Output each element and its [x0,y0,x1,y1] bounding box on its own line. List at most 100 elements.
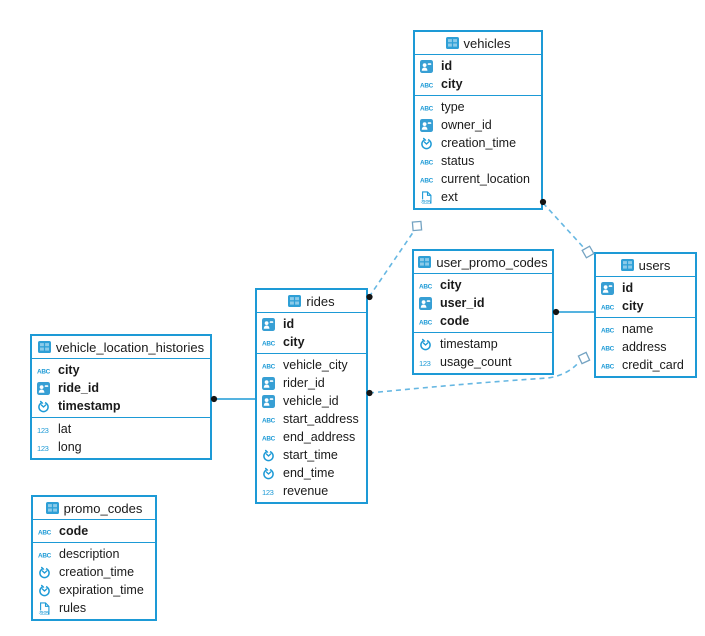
svg-text:123: 123 [419,359,431,368]
column-row-rider_id[interactable]: rider_id [257,374,366,392]
table-header[interactable]: vehicles [415,32,541,55]
id-card-icon [262,317,278,331]
column-row-code[interactable]: ABC code [414,312,552,330]
table-header[interactable]: vehicle_location_histories [32,336,210,359]
svg-text:ABC: ABC [37,368,51,375]
id-card-icon [601,281,617,295]
connector-diamond [411,220,423,232]
column-row-status[interactable]: ABC status [415,152,541,170]
svg-text:ABC: ABC [420,159,434,166]
column-name: code [59,524,89,538]
column-name: rules [59,601,87,615]
clock-icon [38,584,54,597]
column-row-ext[interactable]: JSON ext [415,188,541,206]
table-icon [620,259,634,271]
column-row-id[interactable]: id [596,279,695,297]
svg-text:ABC: ABC [262,417,276,424]
column-row-id[interactable]: id [257,315,366,333]
json-document-icon: JSON [420,190,436,204]
column-name: revenue [283,484,329,498]
column-name: lat [58,422,72,436]
column-row-creation_time[interactable]: creation_time [33,563,155,581]
table-title: promo_codes [63,500,143,516]
column-row-creation_time[interactable]: creation_time [415,134,541,152]
column-name: current_location [441,172,530,186]
column-row-owner_id[interactable]: owner_id [415,116,541,134]
connection-rides-vehicles [368,230,415,298]
column-name: code [440,314,470,328]
column-name: timestamp [440,337,498,351]
abc-text-icon: ABC [262,336,278,349]
column-row-description[interactable]: ABC description [33,545,155,563]
column-name: end_time [283,466,335,480]
svg-text:ABC: ABC [601,304,615,311]
column-name: status [441,154,475,168]
column-name: id [622,281,634,295]
clock-icon [262,467,278,480]
id-card-icon [262,394,278,408]
svg-text:ABC: ABC [419,283,433,290]
column-row-ride_id[interactable]: ride_id [32,379,210,397]
column-name: vehicle_city [283,358,348,372]
column-row-id[interactable]: id [415,57,541,75]
clock-icon [420,137,436,150]
table-header[interactable]: rides [257,290,366,313]
abc-text-icon: ABC [420,101,436,114]
column-row-lat[interactable]: 123 lat [32,420,210,438]
column-row-end_time[interactable]: end_time [257,464,366,482]
table-header[interactable]: user_promo_codes [414,251,552,274]
id-card-icon [262,376,278,390]
column-name: id [283,317,295,331]
column-row-timestamp[interactable]: timestamp [414,335,552,353]
column-row-expiration_time[interactable]: expiration_time [33,581,155,599]
column-name: description [59,547,120,561]
table-title: vehicle_location_histories [55,339,205,355]
column-name: ext [441,190,458,204]
svg-text:123: 123 [37,426,49,435]
column-row-start_time[interactable]: start_time [257,446,366,464]
svg-text:ABC: ABC [601,345,615,352]
column-row-timestamp[interactable]: timestamp [32,397,210,415]
table-header[interactable]: promo_codes [33,497,155,520]
svg-text:JSON: JSON [39,610,50,614]
svg-text:ABC: ABC [262,340,276,347]
table-header[interactable]: users [596,254,695,277]
column-row-user_id[interactable]: user_id [414,294,552,312]
column-row-vehicle_city[interactable]: ABC vehicle_city [257,356,366,374]
numeric-123-icon: 123 [37,423,53,436]
abc-text-icon: ABC [419,315,435,328]
svg-text:ABC: ABC [38,552,52,559]
column-row-rules[interactable]: JSON rules [33,599,155,617]
svg-text:ABC: ABC [262,363,276,370]
abc-text-icon: ABC [419,279,435,292]
column-row-vehicle_id[interactable]: vehicle_id [257,392,366,410]
